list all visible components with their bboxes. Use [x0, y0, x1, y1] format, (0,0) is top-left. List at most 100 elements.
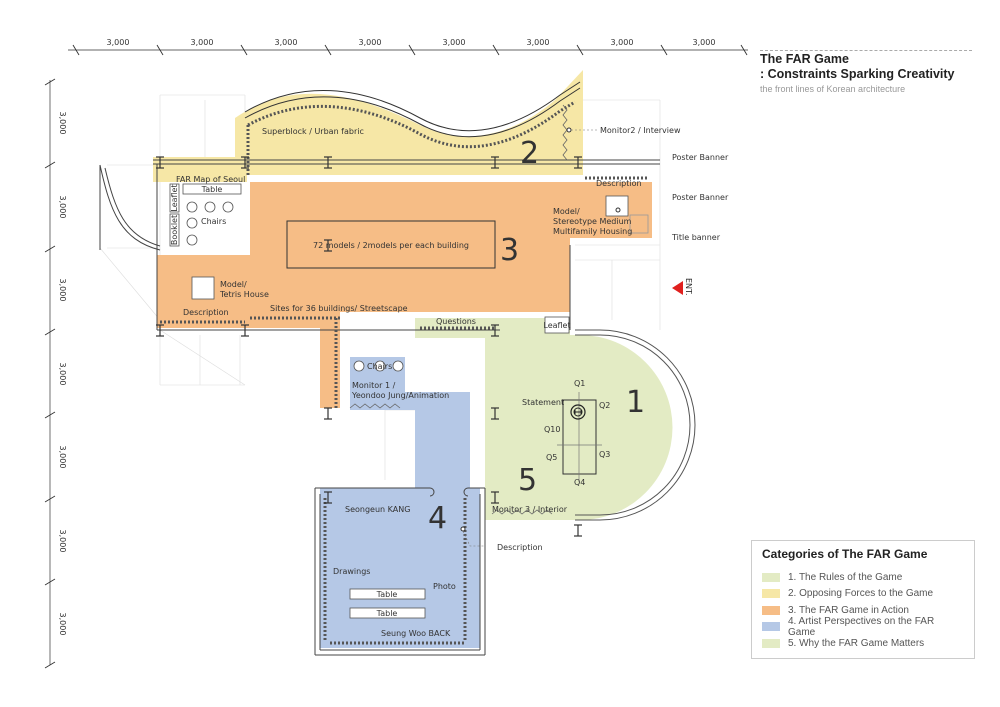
chair: [222, 201, 234, 213]
title-line-1: The FAR Game: [760, 52, 849, 66]
legend-label: 3. The FAR Game in Action: [788, 604, 909, 616]
zone-3-area: [157, 182, 652, 408]
furniture: [169, 183, 649, 619]
zone-number-1: 1: [626, 385, 645, 420]
zone-number-4: 4: [428, 501, 447, 536]
dim-top-1: 3,000: [107, 38, 130, 47]
far-map-label: FAR Map of Seoul: [176, 175, 245, 184]
legend-item: 5. Why the FAR Game Matters: [762, 635, 964, 652]
chairs-mid-label: Chairs: [367, 362, 392, 371]
chair: [186, 201, 198, 213]
leaflet-stand: [169, 183, 180, 213]
q1-label: Q1: [574, 379, 585, 388]
question-axis: [557, 392, 602, 482]
monitor3-label: Monitor 3 / Interior: [492, 505, 568, 514]
sites-label: Sites for 36 buildings/ Streetscape: [270, 304, 408, 313]
legend-label: 1. The Rules of the Game: [788, 571, 903, 583]
leader-lines: [462, 129, 598, 547]
zone-number-2: 2: [520, 136, 539, 171]
drawings-label: Drawings: [333, 567, 370, 576]
walls: [99, 159, 696, 656]
dimension-lines: [49, 49, 748, 665]
chairs-top-label: Chairs: [201, 217, 226, 226]
title-rule: [760, 50, 972, 51]
dimension-ticks: [44, 44, 748, 669]
monitor-nodes: [460, 127, 621, 532]
legend-label: 2. Opposing Forces to the Game: [788, 588, 934, 600]
q4-label: Q4: [574, 478, 585, 487]
description-left-label: Description: [183, 308, 229, 317]
legend-item: 3. The FAR Game in Action: [762, 602, 964, 619]
dim-top-4: 3,000: [359, 38, 382, 47]
dim-top-3: 3,000: [275, 38, 298, 47]
dim-top-7: 3,000: [611, 38, 634, 47]
q10-label: Q10: [544, 425, 560, 434]
dotted-panels: [160, 176, 648, 645]
leaflet-box: [544, 316, 570, 334]
entrance-arrow-icon: [672, 281, 683, 295]
q5-label: Q5: [546, 453, 557, 462]
leaflet-box-label: Leaflet: [543, 321, 570, 330]
legend-swatch: [762, 589, 780, 599]
legend-label: 4. Artist Perspectives on the FAR Game: [787, 615, 935, 638]
model-table: [286, 220, 496, 269]
dim-left-4: 3,000: [58, 363, 67, 386]
chair: [186, 234, 198, 246]
zone-2-area: [153, 70, 583, 182]
legend-swatch: [762, 638, 780, 648]
chair: [186, 217, 198, 229]
drawing-table-a: [349, 588, 426, 600]
legend-swatch: [762, 605, 780, 615]
q3-label: Q3: [599, 450, 610, 459]
title-line-2: : Constraints Sparking Creativity: [760, 67, 955, 81]
dim-left-7: 3,000: [58, 613, 67, 636]
dim-top-8: 3,000: [693, 38, 716, 47]
photo-label: Photo: [433, 582, 456, 591]
dim-left-6: 3,000: [58, 530, 67, 553]
description-top-label: Description: [596, 179, 642, 188]
dim-left-2: 3,000: [58, 196, 67, 219]
legend-title: Categories of The FAR Game: [762, 547, 928, 561]
map-table: [182, 183, 242, 195]
dim-left-5: 3,000: [58, 446, 67, 469]
title-banner-label: Title banner: [671, 233, 721, 242]
labels: Superblock / Urban fabric Monitor2 / Int…: [170, 126, 729, 638]
monitor-screens: [349, 104, 568, 515]
question-table: [562, 399, 597, 475]
tetris-label-1: Model/: [220, 280, 247, 289]
title-banner-box: [629, 214, 649, 234]
legend-item: 2. Opposing Forces to the Game: [762, 586, 964, 603]
legend-label: 5. Why the FAR Game Matters: [788, 637, 925, 649]
q2-label: Q2: [599, 401, 610, 410]
grid-lines: [99, 94, 661, 480]
leaflet-vertical-label: Leaflet: [170, 184, 179, 211]
table-top-label: Table: [201, 185, 223, 194]
chair: [374, 360, 386, 372]
monitor1-label-2: Yeondoo Jung/Animation: [351, 391, 449, 400]
tetris-model-box: [191, 276, 215, 300]
seungwoo-label: Seung Woo BACK: [381, 629, 451, 638]
monitor2-label: Monitor2 / Interview: [600, 126, 681, 135]
zone-1-area: [415, 318, 673, 520]
zone-4-area: [320, 357, 480, 648]
superblock-wall: [244, 81, 581, 175]
models-label: 72 models / 2models per each building: [313, 241, 469, 250]
tetris-label-2: Tetris House: [219, 290, 269, 299]
dim-top-5: 3,000: [443, 38, 466, 47]
dim-left-3: 3,000: [58, 279, 67, 302]
title-block: The FAR Game : Constraints Sparking Crea…: [760, 52, 975, 94]
zone-fills: [153, 70, 673, 648]
statement-label: Statement: [522, 398, 564, 407]
legend-swatch: [762, 622, 780, 632]
dimension-labels-left: 3,000 3,000 3,000 3,000 3,000 3,000 3,00…: [58, 112, 67, 636]
statement-icon: [570, 404, 586, 420]
superblock-label: Superblock / Urban fabric: [262, 127, 364, 136]
questions-label: Questions: [436, 317, 476, 326]
monitor1-label-1: Monitor 1 /: [352, 381, 396, 390]
zone-number-3: 3: [500, 233, 519, 268]
poster-banner-label-2: Poster Banner: [672, 193, 729, 202]
stereotype-label-3: Multifamily Housing: [553, 227, 632, 236]
subtitle: the front lines of Korean architecture: [760, 84, 906, 94]
legend-item: 1. The Rules of the Game: [762, 569, 964, 586]
